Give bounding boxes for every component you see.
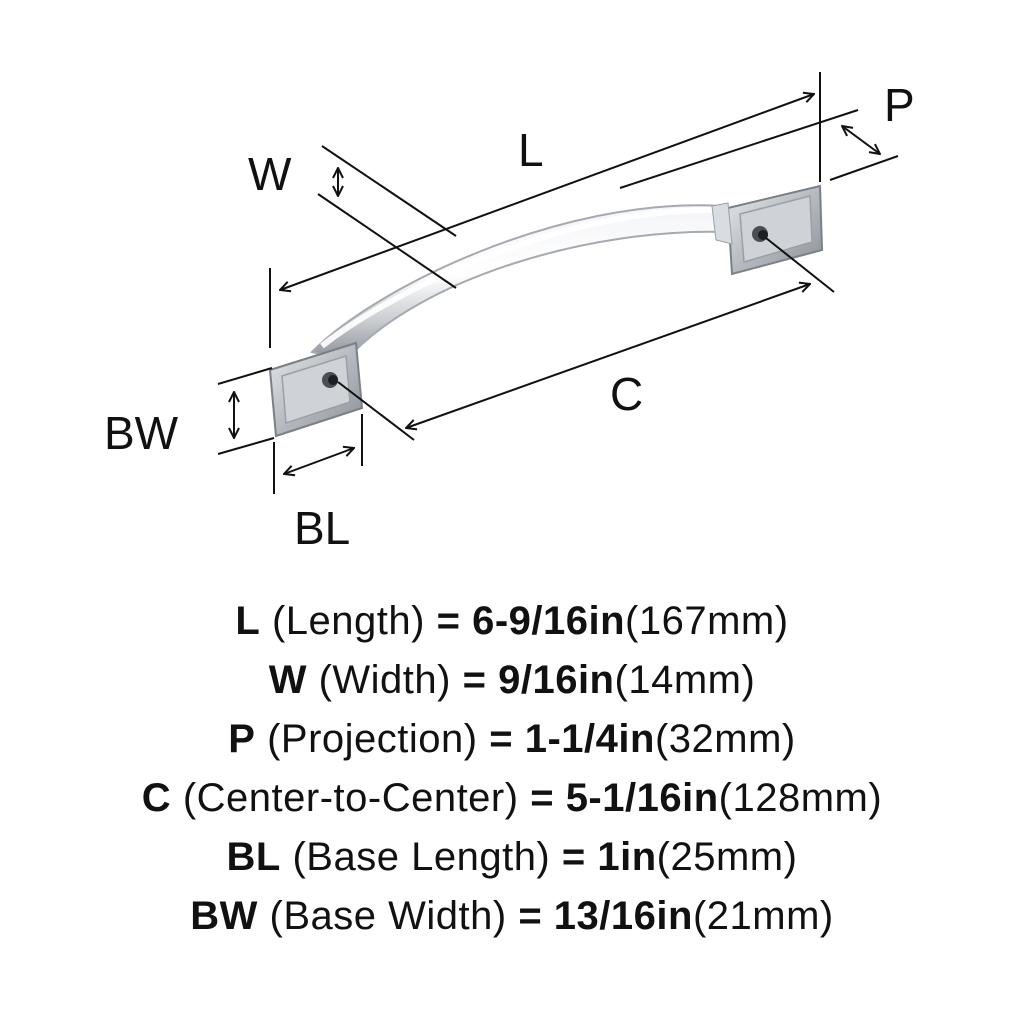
spec-code: BL xyxy=(226,835,281,879)
spec-code: W xyxy=(268,658,307,702)
spec-metric: (25mm) xyxy=(656,835,798,879)
spec-row-length: L (Length) = 6-9/16in(167mm) xyxy=(0,592,1024,651)
label-W: W xyxy=(248,148,292,200)
spec-name: (Base Width) xyxy=(269,894,507,938)
spec-row-center-to-center: C (Center-to-Center) = 5-1/16in(128mm) xyxy=(0,769,1024,828)
spec-value: 1in xyxy=(597,835,657,879)
label-BW: BW xyxy=(104,407,179,459)
spec-code: BW xyxy=(190,894,258,938)
spec-name: (Base Length) xyxy=(292,835,551,879)
spec-code: P xyxy=(228,717,256,761)
spec-metric: (21mm) xyxy=(692,894,834,938)
spec-equals: = xyxy=(530,776,555,820)
spec-equals: = xyxy=(561,835,586,879)
spec-name: (Projection) xyxy=(267,717,478,761)
spec-code: L xyxy=(235,599,261,643)
spec-metric: (128mm) xyxy=(718,776,883,820)
extension-lines xyxy=(217,72,899,494)
label-L: L xyxy=(518,124,544,176)
spec-name: (Width) xyxy=(318,658,451,702)
spec-value: 9/16in xyxy=(498,658,615,702)
length-dimension-arrow xyxy=(280,94,814,290)
dimension-spec-list: L (Length) = 6-9/16in(167mm) W (Width) =… xyxy=(0,592,1024,946)
spec-name: (Center-to-Center) xyxy=(182,776,519,820)
spec-equals: = xyxy=(462,658,487,702)
spec-value: 13/16in xyxy=(553,894,693,938)
right-base-plate xyxy=(711,184,824,276)
spec-name: (Length) xyxy=(271,599,425,643)
spec-metric: (32mm) xyxy=(654,717,796,761)
handle-dimension-diagram: L W P C BW BL xyxy=(104,72,915,554)
spec-row-base-width: BW (Base Width) = 13/16in(21mm) xyxy=(0,887,1024,946)
projection-dimension-arrow xyxy=(842,126,880,154)
spec-row-base-length: BL (Base Length) = 1in(25mm) xyxy=(0,828,1024,887)
spec-equals: = xyxy=(489,717,514,761)
spec-metric: (167mm) xyxy=(625,599,789,643)
spec-equals: = xyxy=(436,599,461,643)
left-base-plate xyxy=(268,341,364,438)
label-P: P xyxy=(884,79,915,131)
label-BL: BL xyxy=(294,502,350,554)
spec-value: 1-1/4in xyxy=(524,717,655,761)
spec-row-width: W (Width) = 9/16in(14mm) xyxy=(0,651,1024,710)
spec-equals: = xyxy=(518,894,543,938)
spec-value: 6-9/16in xyxy=(472,599,626,643)
spec-code: C xyxy=(141,776,172,820)
label-C: C xyxy=(610,368,643,420)
dimension-arrows xyxy=(234,94,880,474)
spec-metric: (14mm) xyxy=(614,658,756,702)
spec-value: 5-1/16in xyxy=(565,776,719,820)
base-length-dimension-arrow xyxy=(284,448,354,474)
spec-row-projection: P (Projection) = 1-1/4in(32mm) xyxy=(0,710,1024,769)
center-to-center-dimension-arrow xyxy=(406,284,810,428)
